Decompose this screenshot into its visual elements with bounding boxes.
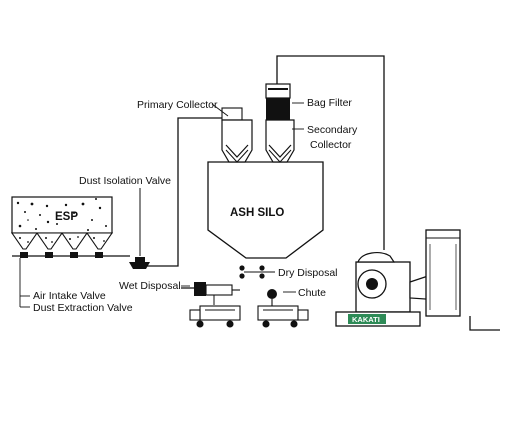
esp-label: ESP	[55, 211, 78, 223]
air-intake-valve-label: Air Intake Valve	[33, 290, 106, 302]
blower-brand-plate	[348, 314, 386, 324]
blower: KAKATI	[335, 252, 441, 327]
bag-filter	[265, 83, 291, 120]
primary-collector	[221, 107, 253, 163]
dust-isolation-valve	[129, 188, 150, 269]
secondary-collector	[265, 119, 295, 163]
esp-body	[11, 196, 113, 234]
silo-discharge	[239, 265, 265, 279]
ash-silo-label: ASH SILO	[230, 207, 284, 219]
dry-disposal-chute	[267, 289, 277, 306]
wet-disposal-truck	[189, 305, 241, 328]
dust-isolation-valve-label: Dust Isolation Valve	[79, 175, 171, 187]
dust-extraction-valve-label: Dust Extraction Valve	[33, 302, 133, 314]
ash-silo: ASH SILO	[207, 161, 324, 279]
stack	[425, 229, 461, 317]
esp-unit: ESP	[10, 196, 114, 258]
blower-brand-label: KAKATI	[352, 315, 380, 324]
wet-disposal-label: Wet Disposal	[119, 280, 181, 292]
leader-lines	[19, 102, 304, 308]
secondary-collector-label-2: Collector	[310, 139, 352, 151]
dry-disposal-truck	[257, 305, 309, 328]
dry-disposal-label: Dry Disposal	[278, 267, 338, 279]
esp-valves	[20, 252, 103, 258]
secondary-collector-label-1: Secondary	[307, 124, 358, 136]
silo-body	[207, 161, 324, 259]
esp-hoppers	[10, 232, 114, 250]
bag-filter-label: Bag Filter	[307, 97, 352, 109]
esp-hopper-texture	[19, 236, 105, 243]
esp-texture	[16, 198, 107, 231]
primary-collector-label: Primary Collector	[137, 99, 218, 111]
chute-label: Chute	[298, 287, 326, 299]
wet-disposal-mixer	[194, 282, 240, 305]
